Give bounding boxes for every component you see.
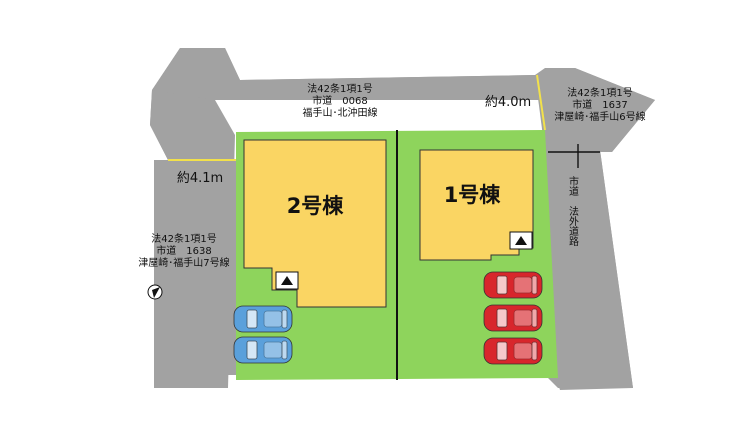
boundary-line-east <box>536 74 546 131</box>
lot1-car-1 <box>483 271 543 299</box>
parking-lot1 <box>483 271 543 365</box>
compass-icon <box>147 284 163 300</box>
lot1-car-3 <box>483 337 543 365</box>
building-lot2 <box>243 139 387 308</box>
road-northeast <box>535 68 655 152</box>
lot1-label: 1号棟 <box>444 183 502 207</box>
lot1-car-2 <box>483 304 543 332</box>
lot2-car-1 <box>233 305 293 333</box>
northeast-road-number: 市道 1637 <box>572 98 627 111</box>
northeast-road-law: 法42条1項1号 <box>567 86 632 99</box>
entrance-marker-lot1 <box>509 231 533 250</box>
road-north <box>152 48 545 100</box>
west-road-width: 約4.1m <box>177 171 223 186</box>
north-road-number: 市道 0068 <box>312 94 367 107</box>
lot2-car-2 <box>233 336 293 364</box>
west-road-name: 津屋崎･福手山7号線 <box>138 256 229 269</box>
north-road-law: 法42条1項1号 <box>307 82 372 95</box>
building-lot1 <box>419 149 534 261</box>
northeast-road-name: 津屋崎･福手山6号線 <box>554 110 645 123</box>
entrance-marker-lot2 <box>275 271 299 290</box>
north-road-name: 福手山･北沖田線 <box>303 106 378 119</box>
east-road-label: 市道 法外道路 <box>567 175 579 247</box>
road-arrow <box>548 136 600 176</box>
road-west <box>150 90 235 388</box>
lot2-label: 2号棟 <box>287 194 345 218</box>
north-road-width: 約4.0m <box>485 95 531 110</box>
road-east <box>545 130 633 388</box>
west-road-number: 市道 1638 <box>156 244 211 257</box>
west-road-law: 法42条1項1号 <box>151 232 216 245</box>
